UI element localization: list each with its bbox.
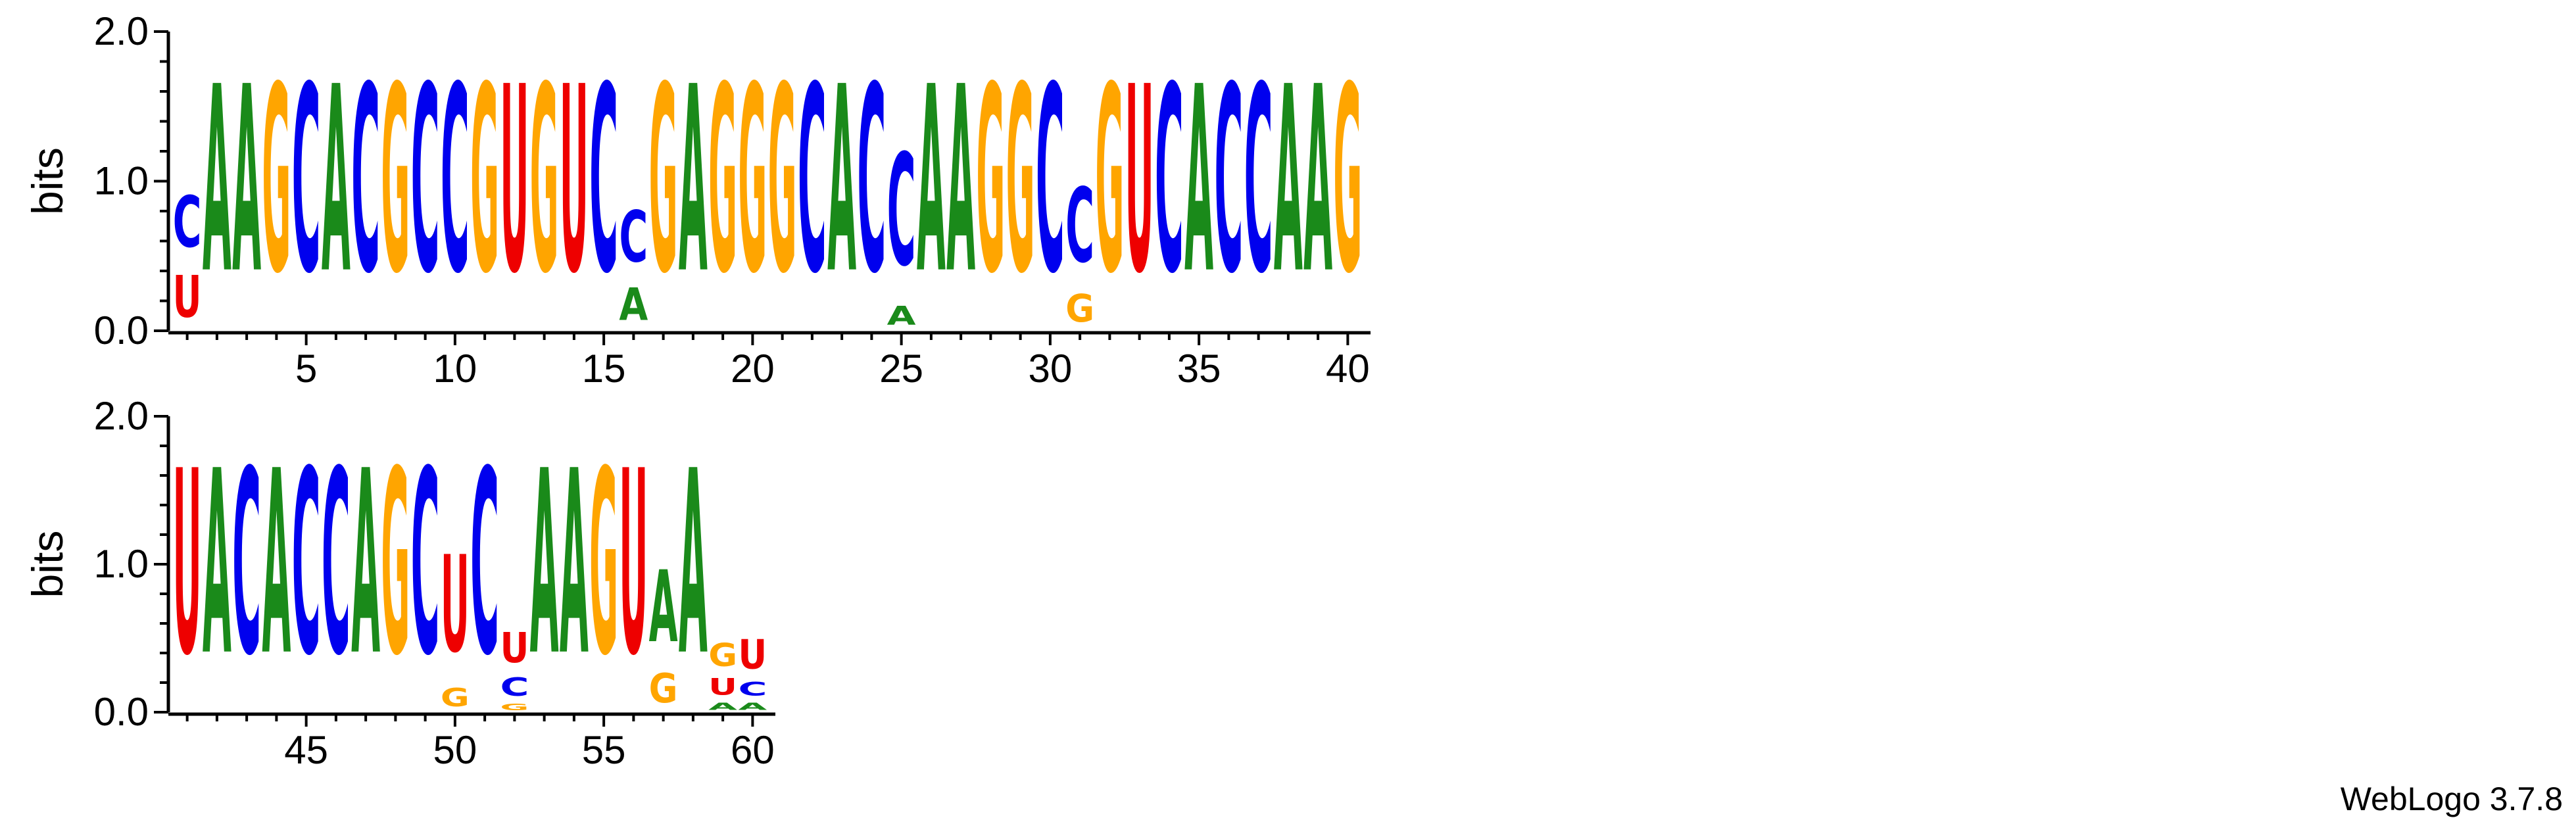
- y-tick-label: 0.0: [94, 308, 149, 352]
- logo-letter-c: C: [232, 417, 261, 711]
- logo-letter-a: A: [1274, 32, 1303, 330]
- logo-letter-g: G: [649, 33, 678, 331]
- logo-letter-u: U: [500, 33, 529, 330]
- y-tick-label: 1.0: [94, 542, 149, 586]
- logo-letter-c: C: [738, 679, 767, 701]
- logo-letter-g: G: [381, 33, 410, 331]
- logo-letter-g: G: [381, 417, 410, 712]
- logo-letter-a: A: [560, 417, 589, 712]
- logo-letter-c: C: [441, 32, 470, 330]
- logo-letter-c: C: [411, 417, 440, 711]
- x-tick-label: 15: [582, 347, 626, 391]
- x-tick-label: 60: [731, 728, 775, 772]
- logo-letter-a: A: [203, 417, 231, 712]
- logo-letter-u: U: [708, 674, 737, 700]
- logo-letter-a: A: [619, 279, 648, 331]
- x-tick-label: 35: [1177, 347, 1221, 391]
- logo-letter-c: C: [500, 672, 529, 702]
- logo-letter-c: C: [887, 122, 916, 301]
- logo-letter-u: U: [1125, 33, 1154, 330]
- logo-letter-c: C: [173, 182, 202, 263]
- logo-letter-c: C: [292, 32, 321, 330]
- x-tick-label: 5: [295, 347, 317, 391]
- logo-letter-g: G: [768, 33, 797, 331]
- logo-letter-a: A: [887, 301, 916, 331]
- logo-letter-a: A: [262, 417, 291, 712]
- logo-letter-g: G: [1095, 33, 1124, 331]
- x-tick-label: 50: [433, 728, 477, 772]
- logo-letter-u: U: [173, 417, 202, 712]
- y-tick-label: 1.0: [94, 159, 149, 203]
- logo-letter-g: G: [1333, 33, 1362, 331]
- logo-letter-u: U: [441, 527, 470, 682]
- logo-axes: 0.0 1.0 2.0 bits 5 10 15 20 25 30 35 40 0.0 1.0 2.0 bit…: [23, 9, 1371, 772]
- logo-letter-a: A: [679, 417, 708, 712]
- logo-letter-u: U: [560, 33, 589, 330]
- x-tick-label: 30: [1029, 347, 1073, 391]
- logo-letter-c: C: [1065, 167, 1094, 286]
- logo-letter-a: A: [232, 32, 261, 330]
- logo-letter-a: A: [351, 417, 380, 712]
- logo-letter-u: U: [738, 631, 767, 678]
- logo-letter-g: G: [500, 702, 529, 713]
- y-tick-label: 2.0: [94, 394, 149, 438]
- x-tick-label: 25: [879, 347, 923, 391]
- y-tick-label: 0.0: [94, 690, 149, 734]
- logo-letter-a: A: [1184, 32, 1213, 330]
- logo-letter-a: A: [530, 417, 559, 712]
- x-tick-label: 20: [731, 347, 775, 391]
- y-tick-label: 2.0: [94, 9, 149, 53]
- logo-letter-g: G: [708, 33, 737, 331]
- logo-letter-g: G: [976, 33, 1005, 331]
- logo-letter-c: C: [1244, 32, 1273, 330]
- logo-letter-a: A: [708, 700, 737, 712]
- logo-letter-c: C: [857, 32, 886, 330]
- logo-letter-a: A: [322, 32, 351, 330]
- y-axis-title: bits: [23, 147, 72, 215]
- x-tick-label: 55: [582, 728, 626, 772]
- logo-letter-u: U: [173, 264, 202, 331]
- logo-letter-g: G: [262, 33, 291, 331]
- logo-letter-a: A: [917, 32, 946, 330]
- logo-letter-g: G: [530, 33, 559, 331]
- logo-letter-g: G: [441, 683, 470, 712]
- logo-letter-c: C: [470, 417, 499, 711]
- logo-letter-c: C: [292, 417, 321, 711]
- logo-letter-a: A: [203, 32, 231, 330]
- logo-letter-c: C: [1214, 32, 1243, 330]
- logo-letter-c: C: [619, 197, 648, 278]
- x-tick-label: 45: [284, 728, 328, 772]
- logo-letter-a: A: [649, 550, 678, 665]
- logo-letter-c: C: [411, 32, 440, 330]
- logo-letter-a: A: [946, 32, 975, 330]
- logo-letter-g: G: [649, 665, 678, 713]
- logo-letter-a: A: [1303, 32, 1332, 330]
- logo-letter-c: C: [1155, 32, 1184, 330]
- logo-letter-a: A: [738, 700, 767, 712]
- logo-letter-g: G: [738, 33, 767, 331]
- credit-label: WebLogo 3.7.8: [2341, 781, 2563, 817]
- logo-letter-c: C: [351, 32, 380, 330]
- logo-letter-c: C: [322, 417, 351, 711]
- logo-letter-g: G: [708, 637, 737, 674]
- logo-letter-u: U: [500, 623, 529, 672]
- logo-letter-g: G: [589, 417, 618, 712]
- y-axis-title: bits: [23, 531, 72, 598]
- x-tick-label: 10: [433, 347, 477, 391]
- logo-letter-a: A: [679, 32, 708, 330]
- logo-letter-c: C: [798, 32, 827, 330]
- logo-letter-a: A: [827, 32, 856, 330]
- logo-letter-c: C: [1036, 32, 1065, 330]
- logo-letter-g: G: [1065, 287, 1094, 331]
- logo-letter-g: G: [1006, 33, 1035, 331]
- logo-letter-g: G: [470, 33, 499, 331]
- x-tick-label: 40: [1326, 347, 1370, 391]
- logo-letter-u: U: [619, 417, 648, 712]
- logo-letter-c: C: [589, 32, 618, 330]
